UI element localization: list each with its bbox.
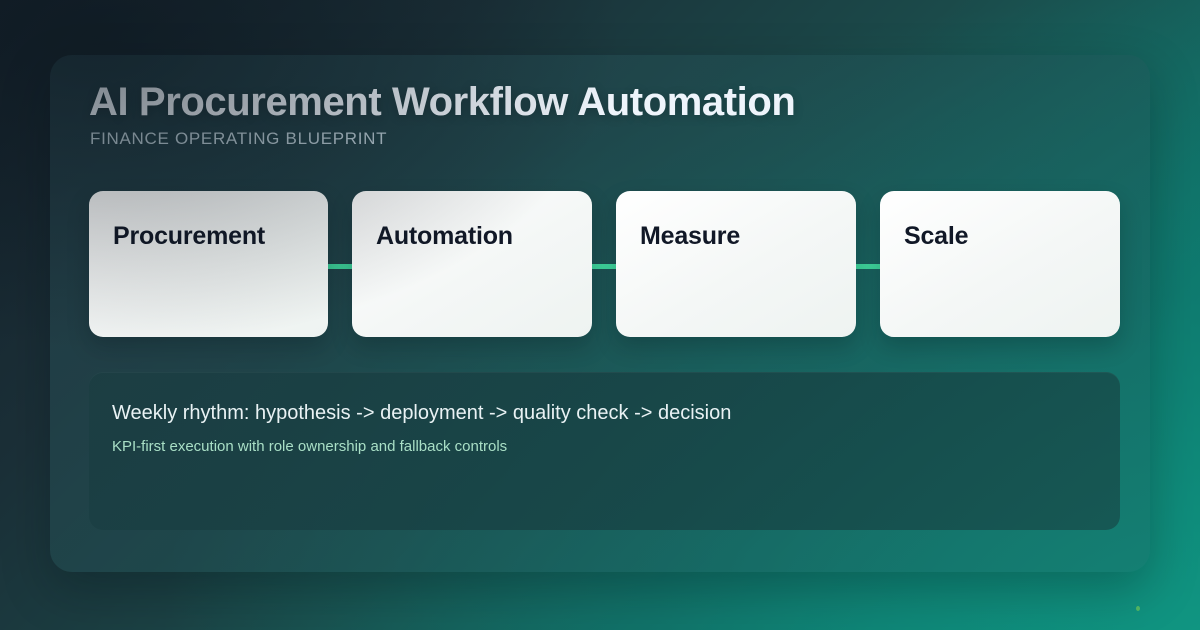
content-panel: AI Procurement Workflow Automation FINAN… <box>50 55 1150 572</box>
workflow-step-card-1[interactable]: Procurement <box>89 191 328 337</box>
workflow-step-label: Procurement <box>113 222 266 250</box>
workflow-step-card-4[interactable]: Scale <box>880 191 1120 337</box>
summary-note-secondary-text: KPI-first execution with role ownership … <box>112 438 508 455</box>
workflow-step-label: Automation <box>376 222 513 250</box>
accent-dot-marker <box>1136 606 1140 611</box>
summary-note-primary-text: Weekly rhythm: hypothesis -> deployment … <box>112 402 732 424</box>
summary-note-panel: Weekly rhythm: hypothesis -> deployment … <box>89 372 1120 530</box>
workflow-step-label: Scale <box>904 222 969 250</box>
page-subtitle: FINANCE OPERATING BLUEPRINT <box>90 129 388 148</box>
workflow-step-label: Measure <box>640 222 741 250</box>
step-connector-line <box>89 264 1120 269</box>
workflow-step-card-3[interactable]: Measure <box>616 191 856 337</box>
page-title: AI Procurement Workflow Automation <box>89 80 796 124</box>
workflow-step-card-2[interactable]: Automation <box>352 191 592 337</box>
workflow-step-row: Procurement Automation Measure Scale <box>89 191 1120 337</box>
panel-inner: AI Procurement Workflow Automation FINAN… <box>50 55 1150 572</box>
